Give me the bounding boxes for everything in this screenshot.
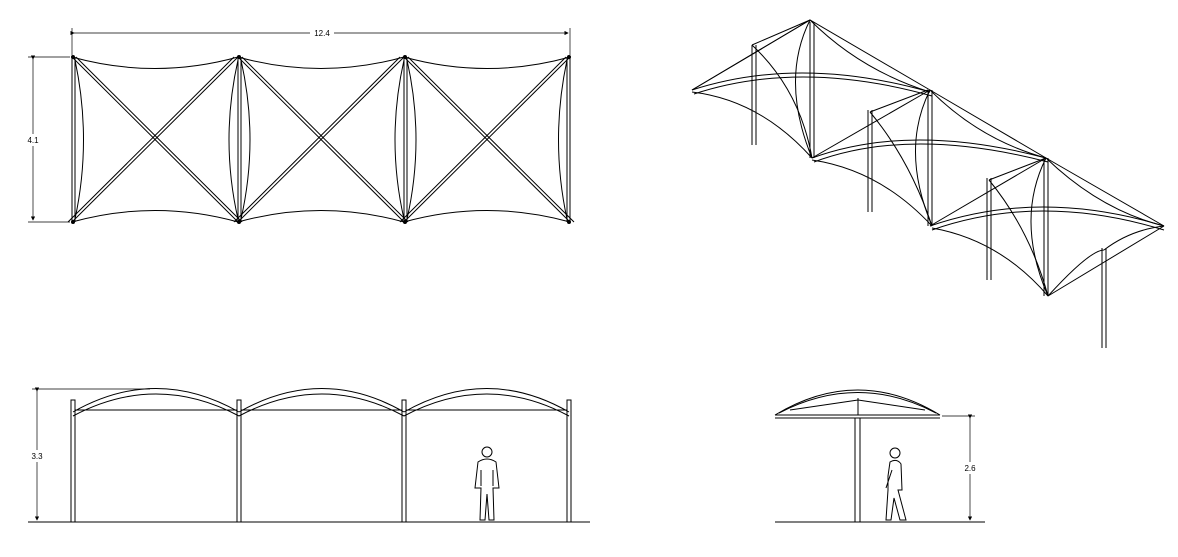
front-height-dimension: 3.3 — [28, 387, 150, 521]
side-height-label: 2.6 — [964, 464, 976, 473]
top-edge-cable — [71, 56, 571, 69]
side-canopy — [774, 389, 941, 419]
cross-members — [67, 56, 575, 223]
width-dimension: 12.4 — [70, 28, 571, 55]
depth-dimension: 4.1 — [24, 55, 70, 223]
human-figure-front — [474, 446, 500, 521]
front-elevation: 3.3 — [28, 387, 590, 523]
frame-nodes — [71, 55, 571, 224]
side-elevation: 2.6 — [774, 389, 985, 523]
front-arches — [72, 388, 570, 417]
plan-view: 12.4 4.1 — [24, 28, 575, 224]
human-figure-side — [885, 447, 907, 521]
side-height-dimension: 2.6 — [942, 414, 979, 521]
bottom-edge-cable — [71, 210, 571, 223]
width-dim-label: 12.4 — [314, 29, 330, 38]
depth-dim-label: 4.1 — [27, 136, 39, 145]
front-height-label: 3.3 — [31, 452, 43, 461]
front-posts — [70, 399, 572, 523]
side-post — [854, 417, 861, 523]
isometric-view — [691, 19, 1165, 348]
bay-frames — [71, 57, 571, 222]
